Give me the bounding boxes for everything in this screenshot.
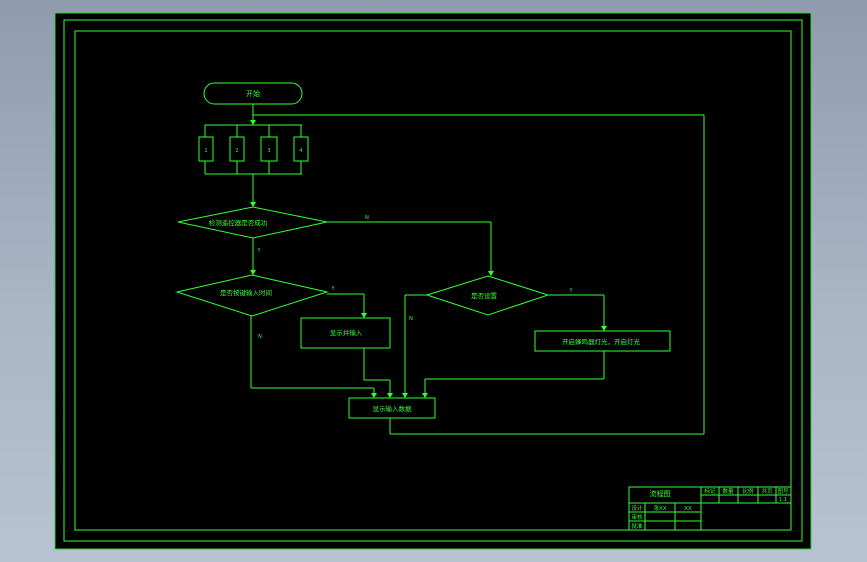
decision-set-label: 是否设置 — [471, 291, 498, 300]
process-switch — [534, 330, 671, 352]
start-label: 开始 — [246, 89, 260, 98]
drawing-name: 流程图 — [650, 489, 671, 498]
process-display — [348, 397, 436, 419]
scale-value: 1:1 — [779, 497, 787, 503]
box-label-4: 4 — [299, 148, 302, 154]
title-row-label-2: 审核 — [631, 513, 643, 521]
branch-label-n: N — [365, 215, 369, 221]
process-show-input-label: 显示并输入 — [330, 328, 363, 337]
decision-check-label: 检测遥控器是否成功 — [209, 218, 268, 227]
sheet-border-outer — [63, 19, 803, 542]
process-display-label: 显示输入数据 — [373, 404, 413, 413]
branch-label-y3: Y — [568, 288, 573, 294]
branch-label-y1: Y — [256, 248, 261, 254]
sheet-border-inner — [74, 30, 792, 531]
box-label-1: 1 — [204, 148, 207, 154]
process-switch-label: 开启蜂鸣器灯光，开启灯光 — [562, 337, 641, 346]
decision-key-label: 是否按键输入时间 — [220, 288, 272, 297]
box-label-2: 2 — [235, 148, 238, 154]
title-col-label-1: 标记 — [704, 487, 716, 495]
title-col-label-5: 图号 — [777, 487, 789, 495]
branch-label-y2: Y — [330, 286, 335, 292]
title-row-value-2: XX — [684, 506, 692, 512]
title-col-label-3: 比例 — [742, 487, 754, 495]
process-show-input — [300, 317, 391, 349]
drawing-sheet — [54, 12, 812, 550]
branch-label-n3: N — [409, 316, 413, 322]
branch-label-n2: N — [258, 334, 262, 340]
title-col-label-2: 数量 — [722, 487, 734, 495]
title-row-label-3: 批准 — [631, 522, 643, 530]
title-row-value-1: 张XX — [653, 504, 666, 512]
decision-key — [175, 274, 329, 317]
box-label-3: 3 — [267, 148, 270, 154]
title-block — [628, 486, 792, 531]
title-row-label-1: 设计 — [631, 504, 643, 512]
title-col-label-4: 共页 — [761, 487, 773, 495]
process-box-1 — [198, 136, 214, 162]
